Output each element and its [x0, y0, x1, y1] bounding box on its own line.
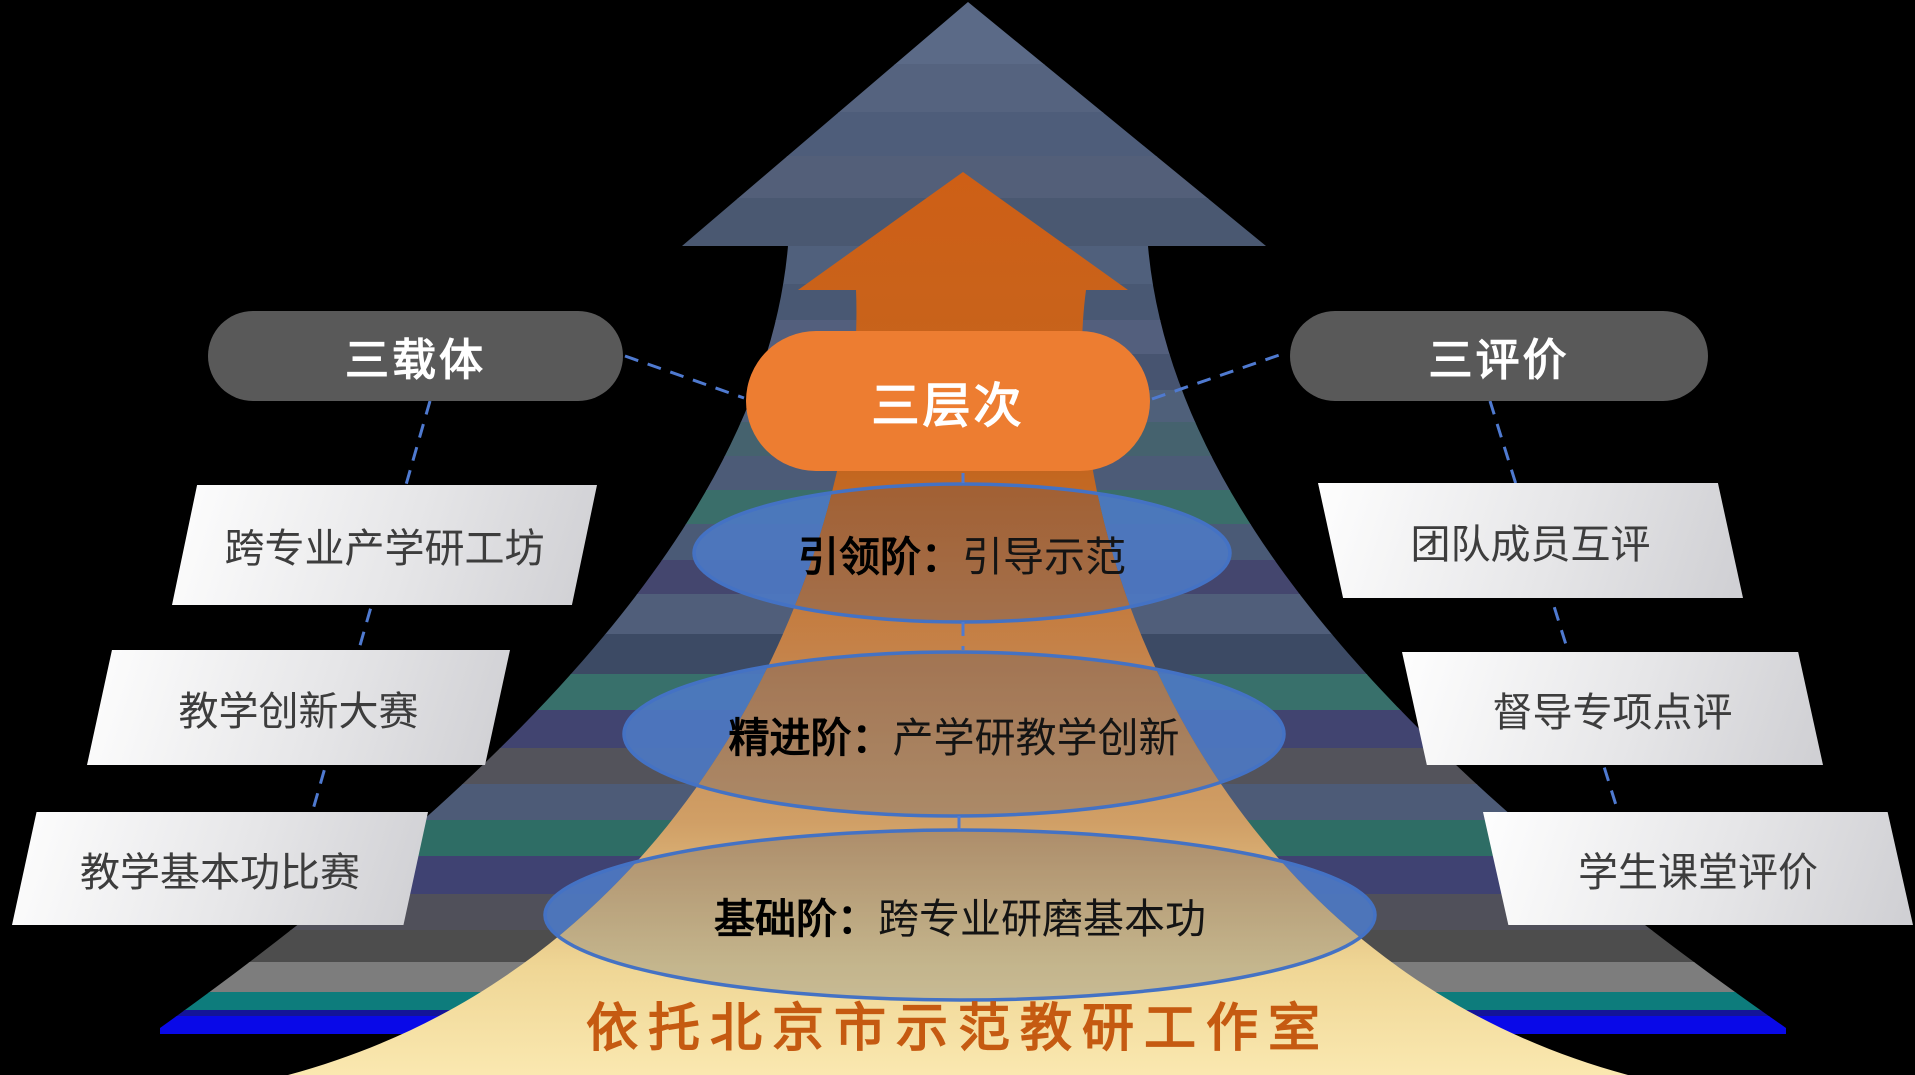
level-desc: 引导示范 — [962, 534, 1126, 580]
carrier-box-label: 跨专业产学研工坊 — [224, 527, 545, 571]
carrier-box-label: 教学基本功比赛 — [80, 850, 360, 895]
level-ellipse-tints — [545, 484, 1375, 1000]
level-desc: 跨专业研磨基本功 — [878, 896, 1206, 942]
carrier-box-label: 教学创新大赛 — [178, 689, 419, 734]
evaluation-box-student: 学生课堂评价 — [1483, 812, 1913, 925]
evaluation-box-label: 学生课堂评价 — [1578, 850, 1818, 895]
level-label-foundation: 基础阶： 跨专业研磨基本功 — [660, 885, 1260, 945]
level-name: 精进阶： — [728, 715, 893, 761]
base-title: 依托北京市示范教研工作室 — [288, 988, 1628, 1058]
pill-evaluations: 三评价 — [1290, 311, 1708, 401]
pill-carriers-label: 三载体 — [345, 336, 486, 385]
evaluation-box-label: 督导专项点评 — [1492, 690, 1733, 735]
level-desc: 产学研教学创新 — [892, 715, 1180, 761]
pill-carriers: 三载体 — [208, 311, 623, 401]
dashed-connectors — [304, 350, 1627, 835]
pill-levels: 三层次 — [746, 331, 1150, 471]
level-name: 引领阶： — [798, 534, 962, 580]
evaluation-box-label: 团队成员互评 — [1410, 522, 1651, 567]
carrier-box-basic-skills-contest: 教学基本功比赛 — [12, 812, 428, 925]
level-label-leading: 引领阶： 引导示范 — [662, 523, 1262, 583]
level-label-advancing: 精进阶： 产学研教学创新 — [654, 704, 1254, 764]
evaluation-box-peer: 团队成员互评 — [1318, 483, 1743, 598]
carrier-box-innovation-contest: 教学创新大赛 — [87, 650, 510, 765]
base-title-text: 依托北京市示范教研工作室 — [585, 999, 1330, 1058]
carrier-box-workshop: 跨专业产学研工坊 — [172, 485, 597, 605]
level-name: 基础阶： — [714, 896, 878, 942]
pill-evaluations-label: 三评价 — [1428, 336, 1570, 385]
pill-levels-label: 三层次 — [871, 380, 1025, 433]
evaluation-box-supervisor: 督导专项点评 — [1402, 652, 1823, 765]
